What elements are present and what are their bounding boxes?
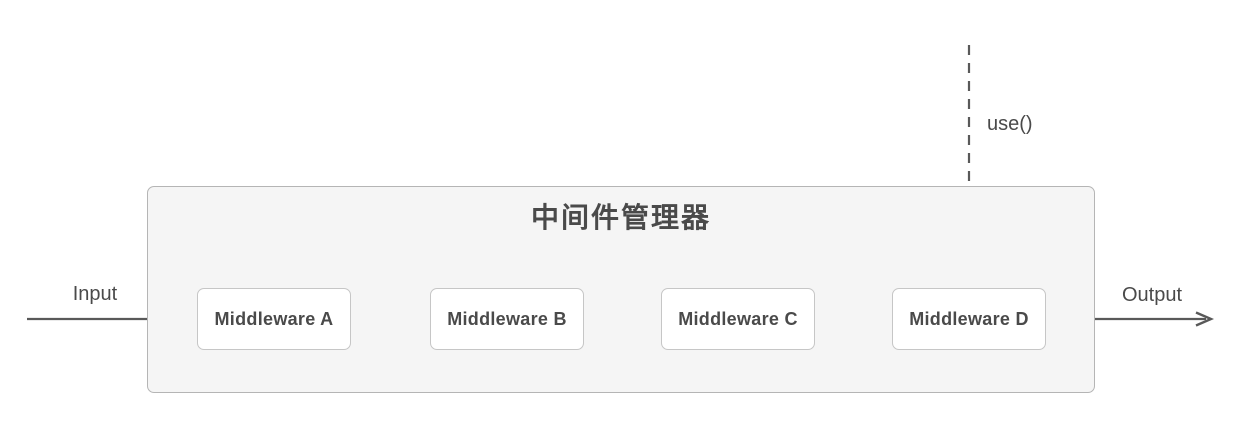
middleware-a-box: Middleware A	[197, 288, 351, 350]
manager-title: 中间件管理器	[530, 202, 711, 233]
middleware-b-label: Middleware B	[447, 308, 567, 329]
middleware-c-label: Middleware C	[678, 308, 798, 329]
use-label: use()	[987, 113, 1033, 135]
middleware-a-label: Middleware A	[214, 308, 334, 329]
middleware-d-label: Middleware D	[909, 308, 1029, 329]
input-label: Input	[72, 283, 118, 305]
middleware-b-box: Middleware B	[430, 288, 584, 350]
middleware-c-box: Middleware C	[661, 288, 815, 350]
middleware-d-box: Middleware D	[892, 288, 1046, 350]
output-label: Output	[1121, 284, 1183, 306]
